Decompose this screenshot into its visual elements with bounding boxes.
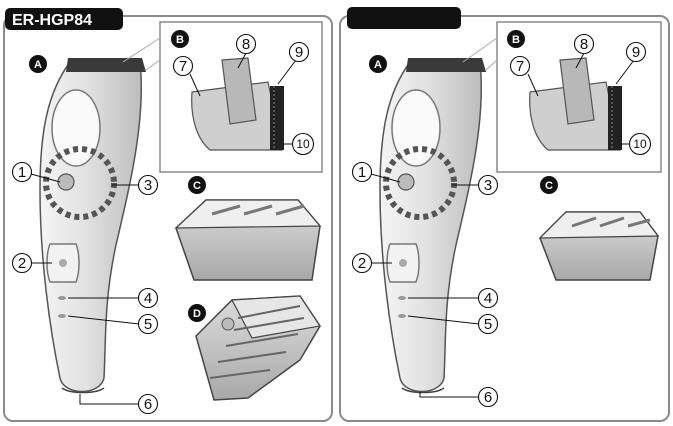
left-letter-a: A	[34, 59, 42, 71]
right-blade-head	[529, 57, 622, 151]
left-lock-button-icon	[57, 173, 75, 191]
left-callout-1: 1	[18, 164, 26, 181]
right-callout-2: 2	[358, 255, 366, 272]
right-adjust-dial	[383, 146, 457, 220]
right-callout-10: 10	[633, 137, 647, 151]
left-panel: ER-HGP84	[3, 8, 333, 422]
left-adjust-dial	[43, 146, 117, 220]
right-letter-a: A	[374, 59, 382, 71]
left-comb-attachment-d	[195, 295, 322, 401]
right-callout-5: 5	[484, 316, 492, 333]
right-logo-window	[391, 89, 441, 167]
left-callout-6: 6	[144, 396, 152, 413]
right-callout-7: 7	[516, 58, 524, 75]
left-blade-teeth-icon	[270, 86, 284, 150]
left-callout-10: 10	[296, 137, 310, 151]
left-model-label: ER-HGP84	[12, 12, 92, 29]
left-letter-d: D	[193, 308, 201, 320]
left-callout-5: 5	[144, 316, 152, 333]
left-letter-b: B	[176, 34, 184, 46]
right-attachment-c	[538, 211, 660, 281]
left-attachment-c	[174, 199, 322, 281]
right-panel: A B C 1	[339, 7, 670, 422]
left-letter-c: C	[193, 180, 201, 192]
left-callout-4: 4	[144, 290, 152, 307]
left-clipper-body	[39, 58, 146, 394]
right-callout-6: 6	[484, 389, 492, 406]
right-callout-4: 4	[484, 290, 492, 307]
right-letter-c: C	[545, 180, 553, 192]
right-model-label-box	[347, 7, 461, 29]
left-logo-window	[51, 89, 101, 167]
left-callout-9: 9	[295, 44, 303, 61]
right-blade-teeth-icon	[608, 86, 622, 150]
right-callout-1: 1	[358, 164, 366, 181]
left-blade-head	[191, 57, 284, 151]
right-clipper-body	[379, 58, 486, 394]
left-callout-3: 3	[144, 177, 152, 194]
right-callout-8: 8	[580, 36, 588, 53]
right-letter-b: B	[512, 34, 520, 46]
right-callout-9: 9	[632, 44, 640, 61]
right-lock-button-icon	[397, 173, 415, 191]
left-model-label-box	[5, 8, 123, 30]
left-callout-8: 8	[242, 36, 250, 53]
right-callout-3: 3	[484, 177, 492, 194]
left-callout-7: 7	[179, 58, 187, 75]
left-callout-2: 2	[18, 255, 26, 272]
